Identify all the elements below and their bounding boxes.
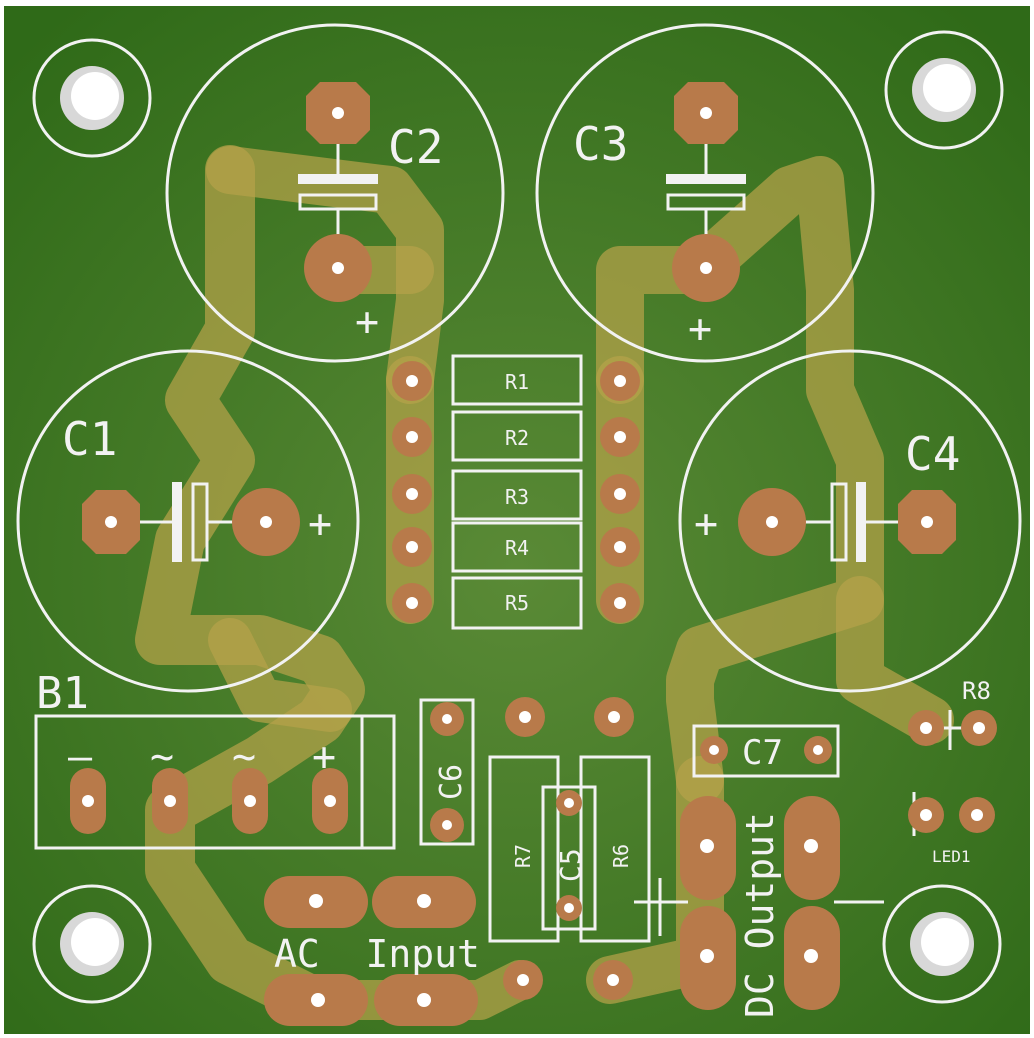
- resistor-r6: R6: [579, 755, 651, 943]
- c3-plus-label: +: [688, 306, 712, 352]
- resistor-bank: R1 R2 R3 R4 R5: [392, 354, 640, 630]
- bridge-rectifier-b1: B1 — ~ ~ +: [34, 668, 396, 850]
- r3-label: R3: [505, 485, 529, 509]
- r5-label: R5: [505, 591, 529, 615]
- c5-label: C5: [554, 848, 587, 882]
- resistor-r5: R5: [392, 576, 640, 630]
- r7-label: R7: [511, 844, 535, 868]
- capacitor-c6: C6: [419, 698, 475, 846]
- r8-label: R8: [962, 677, 991, 705]
- mounting-hole-top-right: [884, 30, 1004, 150]
- ac-input-label: AC Input: [274, 932, 480, 976]
- c6-label: C6: [434, 764, 469, 800]
- c7-label: C7: [742, 733, 783, 773]
- capacitor-c4: + C4: [678, 349, 1022, 693]
- resistor-r1: R1: [392, 354, 640, 406]
- capacitor-c7: C7: [692, 724, 840, 778]
- dc-output-label: DC Output: [738, 812, 782, 1018]
- mounting-hole-bottom-right: [882, 884, 1002, 1004]
- led1-label: LED1: [932, 847, 971, 866]
- capacitor-c5: C5: [541, 785, 597, 931]
- resistor-r2: R2: [392, 410, 640, 462]
- r1-label: R1: [505, 370, 529, 394]
- c4-label: C4: [905, 427, 960, 481]
- r6-label: R6: [609, 844, 633, 868]
- b1-label: B1: [36, 668, 89, 719]
- c3-label: C3: [573, 117, 628, 171]
- capacitor-c1: + C1: [16, 349, 360, 693]
- r2-label: R2: [505, 426, 529, 450]
- led-led1: LED1: [908, 792, 995, 866]
- resistor-r7: R7: [488, 755, 560, 943]
- c2-plus-label: +: [355, 299, 379, 345]
- resistor-r4: R4: [392, 521, 640, 573]
- resistor-r3: R3: [392, 469, 640, 521]
- capacitor-c2: + C2: [165, 23, 505, 363]
- capacitor-c3: + C3: [535, 23, 875, 363]
- mounting-hole-top-left: [32, 38, 152, 158]
- c2-label: C2: [388, 120, 443, 174]
- mounting-hole-bottom-left: [32, 884, 152, 1004]
- c1-label: C1: [62, 412, 117, 466]
- c1-plus-label: +: [308, 501, 332, 547]
- ac-input-connector: AC Input: [264, 876, 480, 1026]
- c4-plus-label: +: [694, 501, 718, 547]
- r4-label: R4: [505, 536, 529, 560]
- resistor-r8: R8: [908, 677, 997, 750]
- dc-output-connector: DC Output: [634, 796, 884, 1018]
